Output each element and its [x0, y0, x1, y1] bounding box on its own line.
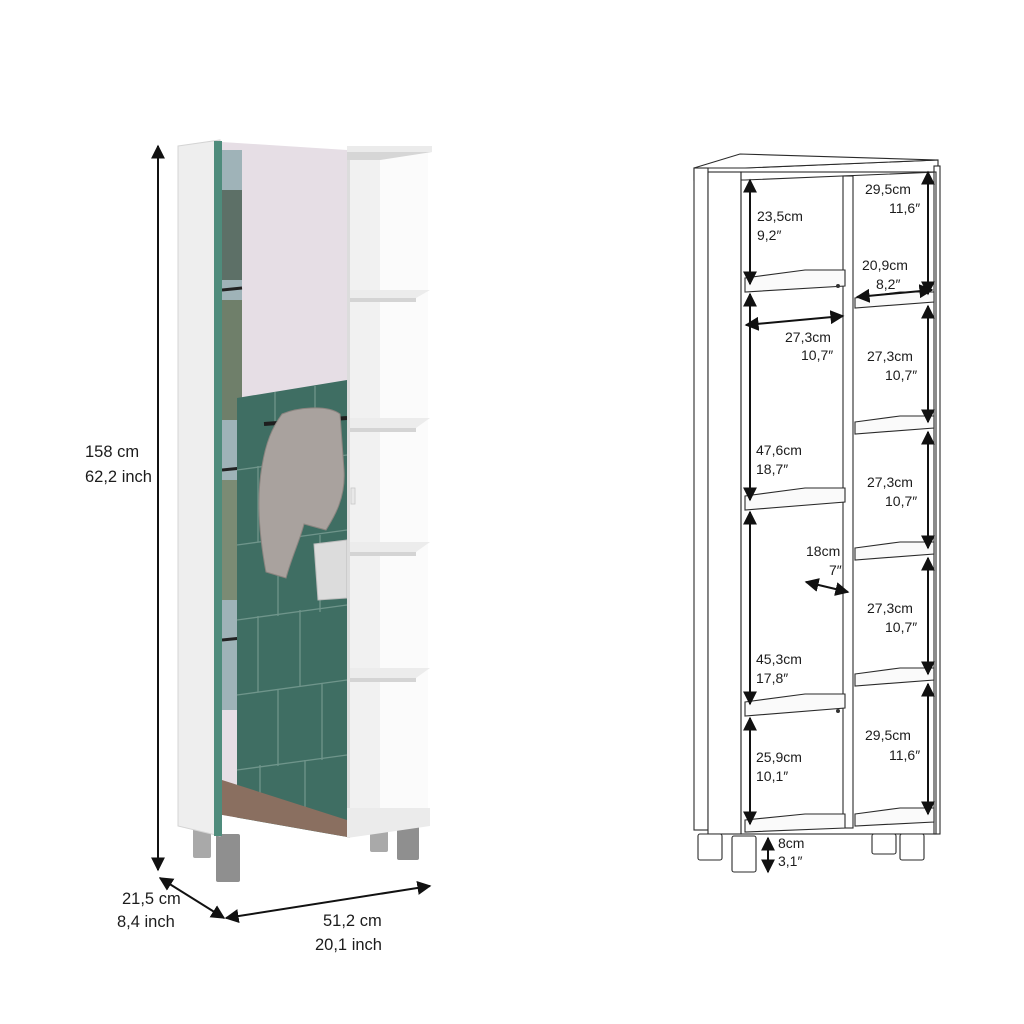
drawing-left-bottom: [744, 813, 846, 833]
bottom-left-cm: 25,9cm: [756, 749, 802, 765]
mid-left-in: 18,7″: [756, 461, 788, 477]
right-dimension-labels: 23,5cm 9,2″ 29,5cm 11,6″ 20,9cm 8,2″ 27,…: [756, 181, 920, 869]
right2-cm: 27,3cm: [867, 348, 913, 364]
shelving-back-panel: [347, 150, 380, 837]
sink-reflection: [313, 539, 347, 601]
left-dimension-labels: 158 cm 62,2 inch 21,5 cm 8,4 inch 51,2 c…: [85, 443, 382, 954]
top-left-in: 9,2″: [757, 227, 781, 243]
drawing-leg-2: [731, 835, 757, 873]
depth-label-inch: 8,4 inch: [117, 913, 175, 931]
height-label-inch: 62,2 inch: [85, 468, 152, 486]
inner-width-in: 10,7″: [801, 347, 833, 363]
drawing-right-side: [933, 165, 941, 835]
drawing-leg-4: [899, 833, 925, 861]
drawing-left-shelf-3: [744, 693, 846, 717]
width-label-inch: 20,1 inch: [315, 936, 382, 954]
drawing-left-shelf-2: [744, 487, 846, 511]
right4-cm: 27,3cm: [867, 600, 913, 616]
shelf-top: [347, 146, 432, 152]
cabinet-line-drawing: [693, 153, 941, 873]
drawing-front-frame: [740, 171, 937, 835]
drawing-right-bottom: [854, 807, 935, 827]
leg-height-cm: 8cm: [778, 835, 804, 851]
bottom-right-cm: 29,5cm: [865, 727, 911, 743]
shelving-side: [347, 148, 350, 838]
left-dimension-lines: [151, 144, 432, 923]
cabinet-leg-front-right: [397, 824, 419, 860]
bottom-left-in: 10,1″: [756, 768, 788, 784]
low-left-in: 17,8″: [756, 670, 788, 686]
right4-in: 10,7″: [885, 619, 917, 635]
height-label-cm: 158 cm: [85, 443, 139, 461]
shelf-depth-cm: 20,9cm: [862, 257, 908, 273]
drawing-right-shelf-4: [854, 667, 935, 687]
right3-cm: 27,3cm: [867, 474, 913, 490]
drawing-leg-3: [871, 833, 897, 855]
towel-reflection: [258, 407, 345, 579]
shelf-4: [350, 668, 430, 678]
top-right-in: 11,6″: [889, 200, 920, 216]
drawing-left-shelf-1: [744, 269, 846, 293]
shelf-depth-in: 8,2″: [876, 276, 900, 292]
drawing-left-side: [693, 167, 709, 831]
leg-height-in: 3,1″: [778, 853, 802, 869]
bottom-right-in: 11,6″: [889, 747, 920, 763]
shelving-back-right: [380, 152, 428, 817]
width-dimension-line: [224, 881, 432, 923]
door-handle: [350, 487, 356, 505]
drawing-right-shelf-2: [854, 415, 935, 435]
shelf-3: [350, 542, 430, 552]
inner-width-cm: 27,3cm: [785, 329, 831, 345]
shelf-2: [350, 418, 430, 428]
right2-in: 10,7″: [885, 367, 917, 383]
door-edge: [214, 141, 222, 836]
depth-dimension-line: [158, 877, 226, 919]
top-left-cm: 23,5cm: [757, 208, 803, 224]
shelf-bottom: [347, 808, 430, 838]
shelf-1: [350, 290, 430, 298]
divider-cm: 18cm: [806, 543, 840, 559]
cabinet-photo: [177, 139, 432, 882]
depth-label-cm: 21,5 cm: [122, 890, 181, 908]
right-dimension-lines: [743, 170, 935, 874]
mid-left-cm: 47,6cm: [756, 442, 802, 458]
cabinet-side-panel: [177, 139, 221, 837]
divider-in: 7″: [829, 562, 842, 578]
width-label-cm: 51,2 cm: [323, 912, 382, 930]
open-shelves: [347, 146, 432, 838]
drawing-right-shelf-3: [854, 541, 935, 561]
right3-in: 10,7″: [885, 493, 917, 509]
low-left-cm: 45,3cm: [756, 651, 802, 667]
drawing-leg-1: [697, 833, 723, 861]
cabinet-leg-front-left: [216, 834, 240, 882]
drawing-left-front: [707, 171, 742, 835]
top-right-cm: 29,5cm: [865, 181, 911, 197]
floor-reflection: [222, 780, 347, 837]
